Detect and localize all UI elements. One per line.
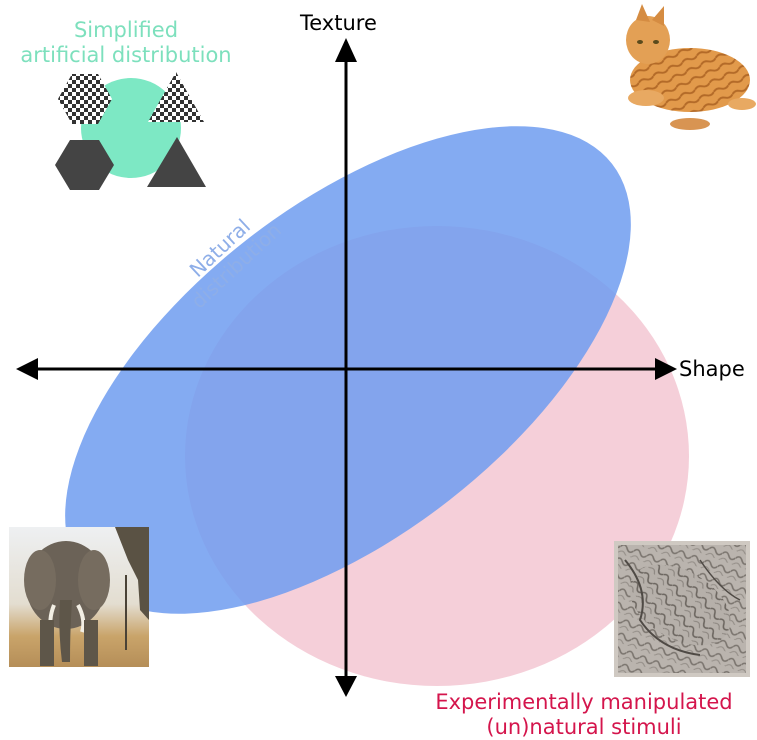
y-axis-label: Texture — [300, 11, 377, 35]
axes — [16, 38, 677, 697]
dark-triangle-icon — [147, 137, 206, 187]
dark-hexagon-icon — [55, 140, 114, 190]
artificial-distribution-label-line-1: Simplified — [73, 18, 179, 42]
cat-photo — [626, 4, 756, 130]
artificial-distribution-label-line-2: artificial distribution — [20, 43, 232, 67]
x-axis-label: Shape — [679, 357, 745, 381]
checkered-triangle-icon — [148, 72, 204, 122]
y-axis-arrow-down-icon — [335, 676, 357, 697]
y-axis-arrow-up-icon — [335, 38, 357, 62]
x-axis-arrow-right-icon — [655, 358, 677, 380]
manipulated-stimuli-label-line-1: Experimentally manipulated — [435, 690, 733, 714]
x-axis-arrow-left-icon — [16, 358, 38, 380]
elephant-photo — [9, 527, 149, 667]
artificial-distribution-group — [55, 72, 206, 190]
manipulated-stimuli-label-line-2: (un)natural stimuli — [486, 715, 682, 739]
texture-manipulated-cat-photo — [614, 541, 750, 677]
checkered-hexagon-icon — [58, 74, 112, 124]
